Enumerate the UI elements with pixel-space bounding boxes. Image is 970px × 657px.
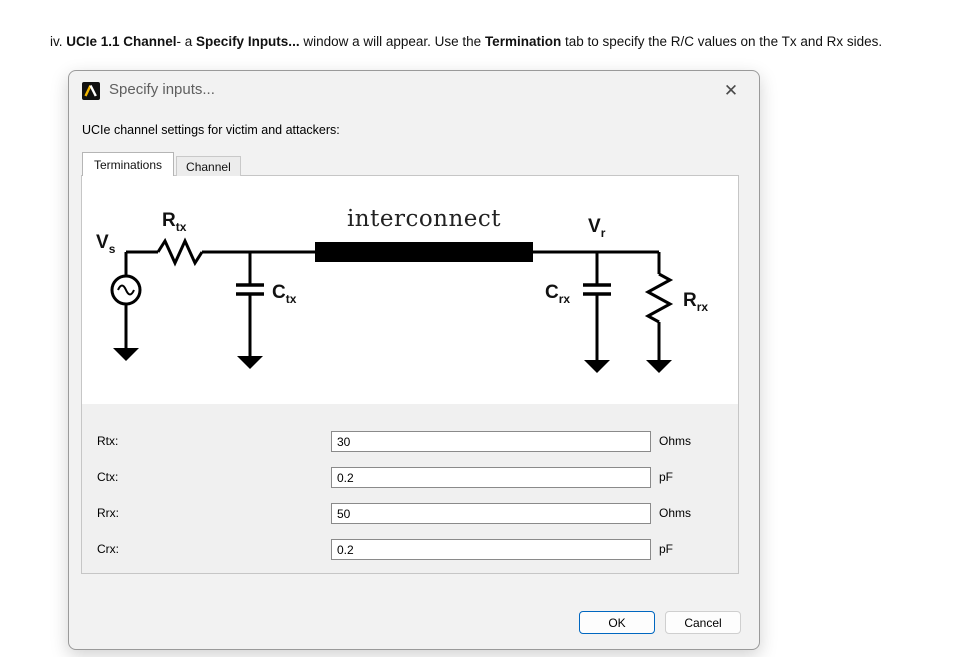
instruction-segment: UCIe 1.1 Channel	[66, 33, 177, 49]
ctx-label: Ctx	[272, 282, 297, 306]
dialog-titlebar[interactable]: Specify inputs... ✕	[69, 71, 759, 111]
rrx-input[interactable]	[331, 503, 651, 524]
rtx-unit-label: Ohms	[659, 434, 692, 448]
vr-label: Vr	[588, 216, 606, 240]
crx-label: Crx	[545, 282, 570, 306]
tab-channel[interactable]: Channel	[176, 156, 241, 176]
rtx-field-label: Rtx:	[97, 434, 119, 448]
rtx-input[interactable]	[331, 431, 651, 452]
cancel-button[interactable]: Cancel	[665, 611, 741, 634]
rrx-label: Rrx	[683, 290, 708, 314]
crx-unit-label: pF	[659, 542, 674, 556]
crx-input[interactable]	[331, 539, 651, 560]
instruction-segment: Termination	[484, 33, 562, 49]
close-icon[interactable]: ✕	[717, 77, 745, 105]
circuit-diagram: Vs Rtx Ctx interconnect Vr Crx Rrx	[96, 206, 708, 373]
circuit-image: Vs Rtx Ctx interconnect Vr Crx Rrx	[82, 176, 738, 404]
tab-bar: Terminations Channel	[82, 152, 241, 176]
tab-terminations[interactable]: Terminations	[82, 152, 175, 176]
ctx-input[interactable]	[331, 467, 651, 488]
vs-label: Vs	[96, 232, 116, 256]
rtx-label: Rtx	[162, 210, 187, 234]
instruction-text: iv. UCIe 1.1 Channel- a Specify Inputs..…	[50, 34, 962, 49]
rrx-field-label: Rrx:	[97, 506, 119, 520]
specify-inputs-dialog: Specify inputs... ✕ UCIe channel setting…	[68, 70, 760, 650]
field-row-rtx: Rtx: Ohms	[97, 431, 727, 453]
instruction-segment: tab to specify the R/C values on the Tx …	[561, 33, 883, 49]
ctx-field-label: Ctx:	[97, 470, 119, 484]
instruction-segment: Specify Inputs...	[196, 33, 300, 49]
instruction-segment: - a	[176, 33, 197, 49]
ctx-unit-label: pF	[659, 470, 674, 484]
field-row-ctx: Ctx: pF	[97, 467, 727, 489]
terminations-panel: Vs Rtx Ctx interconnect Vr Crx Rrx Rtx: …	[81, 175, 739, 574]
ok-button[interactable]: OK	[579, 611, 655, 634]
field-row-crx: Crx: pF	[97, 539, 727, 561]
matlab-icon	[82, 82, 100, 100]
rrx-unit-label: Ohms	[659, 506, 692, 520]
dialog-title: Specify inputs...	[109, 81, 215, 98]
instruction-segment: window a will appear. Use the	[299, 33, 485, 49]
interconnect-label: interconnect	[347, 206, 501, 232]
dialog-subtitle: UCIe channel settings for victim and att…	[82, 123, 340, 137]
instruction-segment: iv.	[50, 33, 67, 49]
crx-field-label: Crx:	[97, 542, 119, 556]
field-row-rrx: Rrx: Ohms	[97, 503, 727, 525]
